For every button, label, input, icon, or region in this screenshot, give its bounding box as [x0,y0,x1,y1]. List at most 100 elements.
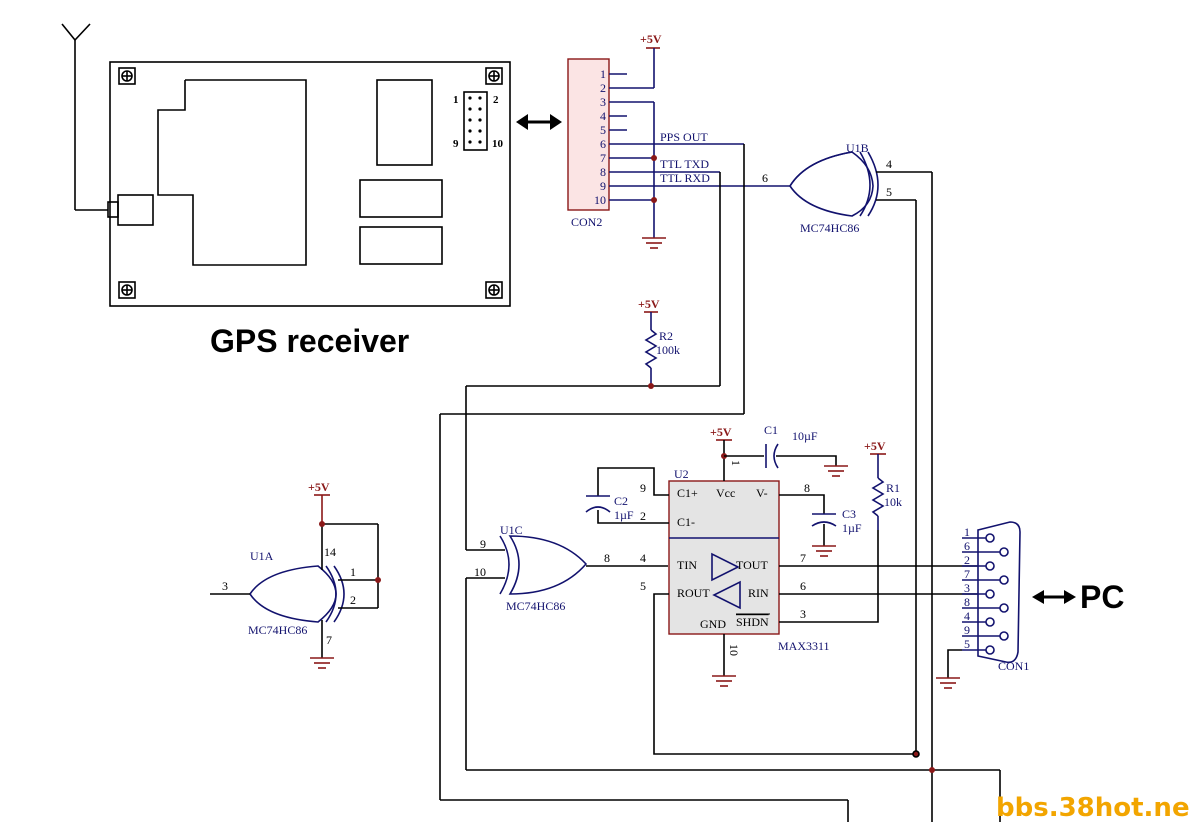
ttl-txd-label: TTL TXD [660,157,709,171]
u2-pin-rin: RIN [748,586,769,600]
u1c-pin-b: 10 [474,565,486,579]
con2-pin-5: 5 [600,123,606,137]
con2-pin-10: 10 [594,193,606,207]
u2-num-gnd: 10 [727,644,741,656]
u1c-gate [465,535,1001,822]
con2-pin-6: 6 [600,137,606,151]
con2-label: CON2 [571,215,602,229]
ground-icon [712,675,736,687]
u2-num-c1m: 2 [640,509,646,523]
con1-pin: 1 [964,525,970,539]
u2-num-vm: 8 [804,481,810,495]
pc-label: PC [1080,579,1124,615]
con1-pin: 9 [964,623,970,637]
gps-receiver-title: GPS receiver [210,323,409,359]
u1a-pin-gnd: 7 [326,633,332,647]
ground-icon [936,677,960,689]
con2-pin-4: 4 [600,109,606,123]
u2-pin-shdn: SHDN [736,615,769,629]
con1-pin: 7 [964,567,970,581]
ttl-rxd-label: TTL RXD [660,171,710,185]
u2-num-rin: 6 [800,579,806,593]
double-arrow-icon [1032,590,1076,604]
u1a-pin-a: 1 [350,565,356,579]
u1b-pin-b: 5 [886,185,892,199]
u1a-pin-out: 3 [222,579,228,593]
u2-pin-rout: ROUT [677,586,710,600]
c2-capacitor [585,495,611,513]
u2-num-tout: 7 [800,551,806,565]
double-arrow-icon [516,114,562,130]
r1-value: 10k [884,495,902,509]
con1-pin: 4 [964,609,970,623]
power-label: +5V [638,297,660,311]
con2-pin-2: 2 [600,81,606,95]
con2-pin-1: 1 [600,67,606,81]
u2-chip [668,480,780,635]
con1-pin: 8 [964,595,970,609]
u2-pin-vcc: Vcc [716,486,735,500]
ground-icon [310,657,334,669]
con1-pin: 3 [964,581,970,595]
r2-value: 100k [656,343,680,357]
u2-num-c1p: 9 [640,481,646,495]
c2-label: C2 [614,494,628,508]
u2-pin-c1p: C1+ [677,486,698,500]
power-label: +5V [640,32,662,46]
header-pins [468,96,482,144]
con2-pin-7: 7 [600,151,606,165]
u1a-gate [210,494,381,658]
c1-label: C1 [764,423,778,437]
con1-pin: 5 [964,637,970,651]
u1c-part: MC74HC86 [506,599,565,613]
r2-label: R2 [659,329,673,343]
u1a-label: U1A [250,549,274,563]
mounting-hole-icon [118,67,136,85]
c1-pin-label: 1 [729,460,743,466]
ground-icon [824,465,848,477]
power-label: +5V [710,425,732,439]
header-pin-label: 9 [453,138,459,150]
u2-num-tin: 4 [640,551,646,565]
u1c-pin-a: 9 [480,537,486,551]
con1-pin-numbers: 1 6 2 7 3 8 4 9 5 [964,525,970,651]
u1a-part: MC74HC86 [248,623,307,637]
power-symbol-icon [646,47,660,88]
mounting-hole-icon [485,281,503,299]
u2-num-rout: 5 [640,579,646,593]
con1-db9-connector [947,521,1021,678]
c3-capacitor [811,513,837,527]
u1b-part: MC74HC86 [800,221,859,235]
ground-icon [812,545,836,557]
u2-label: U2 [674,467,689,481]
con1-label: CON1 [998,659,1029,673]
r1-resistor [870,453,886,530]
watermark: bbs.38hot.net [996,793,1190,822]
header-pin-label: 10 [492,138,504,150]
c3-value: 1µF [842,521,862,535]
u1b-pin-a: 4 [886,157,892,171]
antenna [61,23,154,226]
c3-label: C3 [842,507,856,521]
u2-part: MAX3311 [778,639,830,653]
con2-pin-9: 9 [600,179,606,193]
r1-label: R1 [886,481,900,495]
u1a-pin-vcc: 14 [324,545,336,559]
c1-value: 10µF [792,429,818,443]
con1-pin: 2 [964,553,970,567]
con2-pin-8: 8 [600,165,606,179]
power-label: +5V [864,439,886,453]
u1a-pin-b: 2 [350,593,356,607]
power-label: +5V [308,480,330,494]
u1b-gate [789,151,879,217]
u2-pin-tin: TIN [677,558,697,572]
u1c-label: U1C [500,523,523,537]
con1-pin: 6 [964,539,970,553]
mounting-hole-icon [118,281,136,299]
header-pin-label: 2 [493,94,499,106]
gps-board: 1 2 9 10 [109,61,511,307]
u2-pin-gnd: GND [700,617,726,631]
u2-num-shdn: 3 [800,607,806,621]
header-pin-label: 1 [453,94,459,106]
